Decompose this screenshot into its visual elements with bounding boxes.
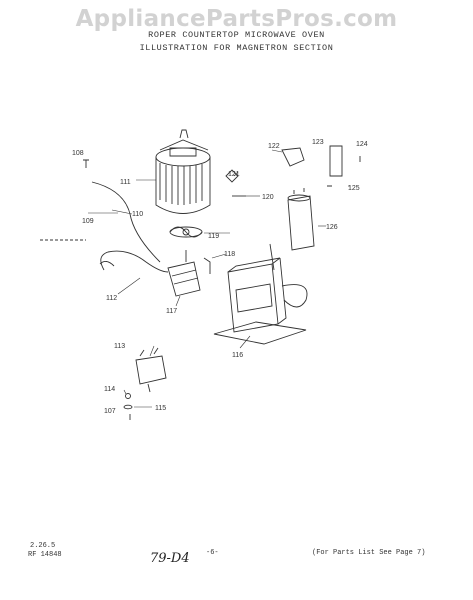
callout-124: 124 xyxy=(356,141,368,148)
part-drawings xyxy=(40,129,361,420)
callout-122: 122 xyxy=(268,143,280,150)
diagram-title-line-1: ROPER COUNTERTOP MICROWAVE OVEN xyxy=(148,30,325,40)
part-122-bracket xyxy=(281,147,305,167)
part-110-wire xyxy=(91,181,161,263)
callout-121: 121 xyxy=(228,171,240,178)
handwritten-mark: 79-D4 xyxy=(150,551,190,566)
part-123-plate xyxy=(329,145,343,177)
callout-119: 119 xyxy=(208,233,219,240)
part-108-screw xyxy=(83,159,89,168)
part-119-fan-blade xyxy=(169,226,203,238)
callout-114: 114 xyxy=(104,386,115,393)
part-113-switch xyxy=(135,347,167,393)
callout-109: 109 xyxy=(82,218,94,225)
watermark: AppliancePartsPros.com xyxy=(75,6,398,32)
callout-113: 113 xyxy=(114,343,125,350)
callout-116: 116 xyxy=(232,352,243,359)
footer-code-1: 2.26.5 xyxy=(30,542,56,550)
diagram-title-line-2: ILLUSTRATION FOR MAGNETRON SECTION xyxy=(139,43,334,53)
callout-labels: 108 111 110 109 112 117 119 118 121 120 … xyxy=(72,139,368,415)
part-112-wire-harness xyxy=(100,250,169,273)
part-116-transformer xyxy=(213,243,308,345)
callout-108: 108 xyxy=(72,150,84,157)
callout-115: 115 xyxy=(155,405,166,412)
part-117-fan-motor xyxy=(167,250,201,297)
part-114-nut xyxy=(125,393,131,399)
footer-code-2: RF 14848 xyxy=(28,551,62,559)
callout-118: 118 xyxy=(224,251,235,258)
callout-112: 112 xyxy=(106,295,117,302)
callout-126: 126 xyxy=(326,224,338,231)
part-126-capacitor xyxy=(287,188,315,251)
part-111-housing xyxy=(155,129,211,214)
callout-117: 117 xyxy=(166,308,177,315)
callout-107: 107 xyxy=(104,408,116,415)
callout-123: 123 xyxy=(312,139,324,146)
part-107-washer xyxy=(123,404,133,410)
part-118-bracket xyxy=(203,257,211,274)
page-number: -6- xyxy=(206,549,219,557)
callout-111: 111 xyxy=(120,179,131,186)
part-121-clip xyxy=(225,169,239,183)
callout-110: 110 xyxy=(132,211,143,218)
parts-list-note: (For Parts List See Page 7) xyxy=(312,549,426,557)
callout-125: 125 xyxy=(348,185,360,192)
callout-120: 120 xyxy=(262,194,274,201)
